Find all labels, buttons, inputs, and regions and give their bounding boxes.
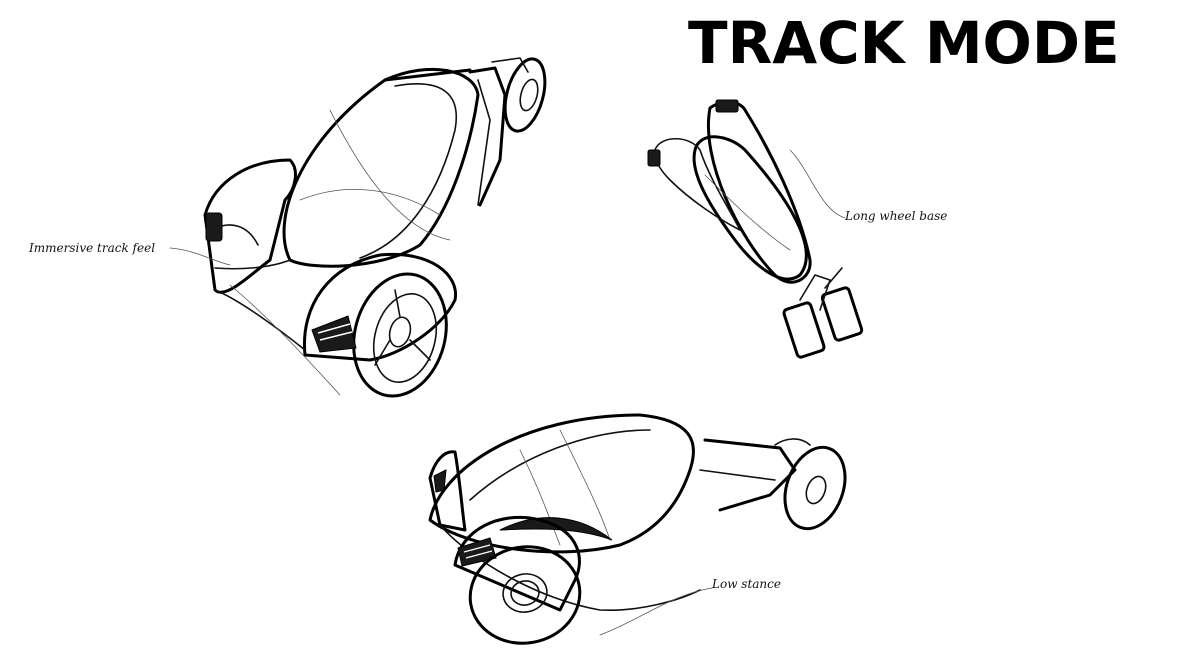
annotation-long-wheel-base: Long wheel base bbox=[845, 209, 948, 223]
sketch-side-view bbox=[428, 413, 847, 645]
sketch-top-view bbox=[647, 99, 864, 359]
leader-line-low-stance bbox=[599, 587, 713, 636]
annotation-immersive-track-feel: Immersive track feel bbox=[29, 241, 156, 255]
page-title: TRACK MODE bbox=[688, 9, 1120, 77]
sketch-front-three-quarter bbox=[203, 57, 547, 398]
leader-line-immersive bbox=[169, 247, 231, 266]
annotation-low-stance: Low stance bbox=[712, 577, 781, 591]
leader-line-long-wheel-base bbox=[789, 149, 846, 219]
